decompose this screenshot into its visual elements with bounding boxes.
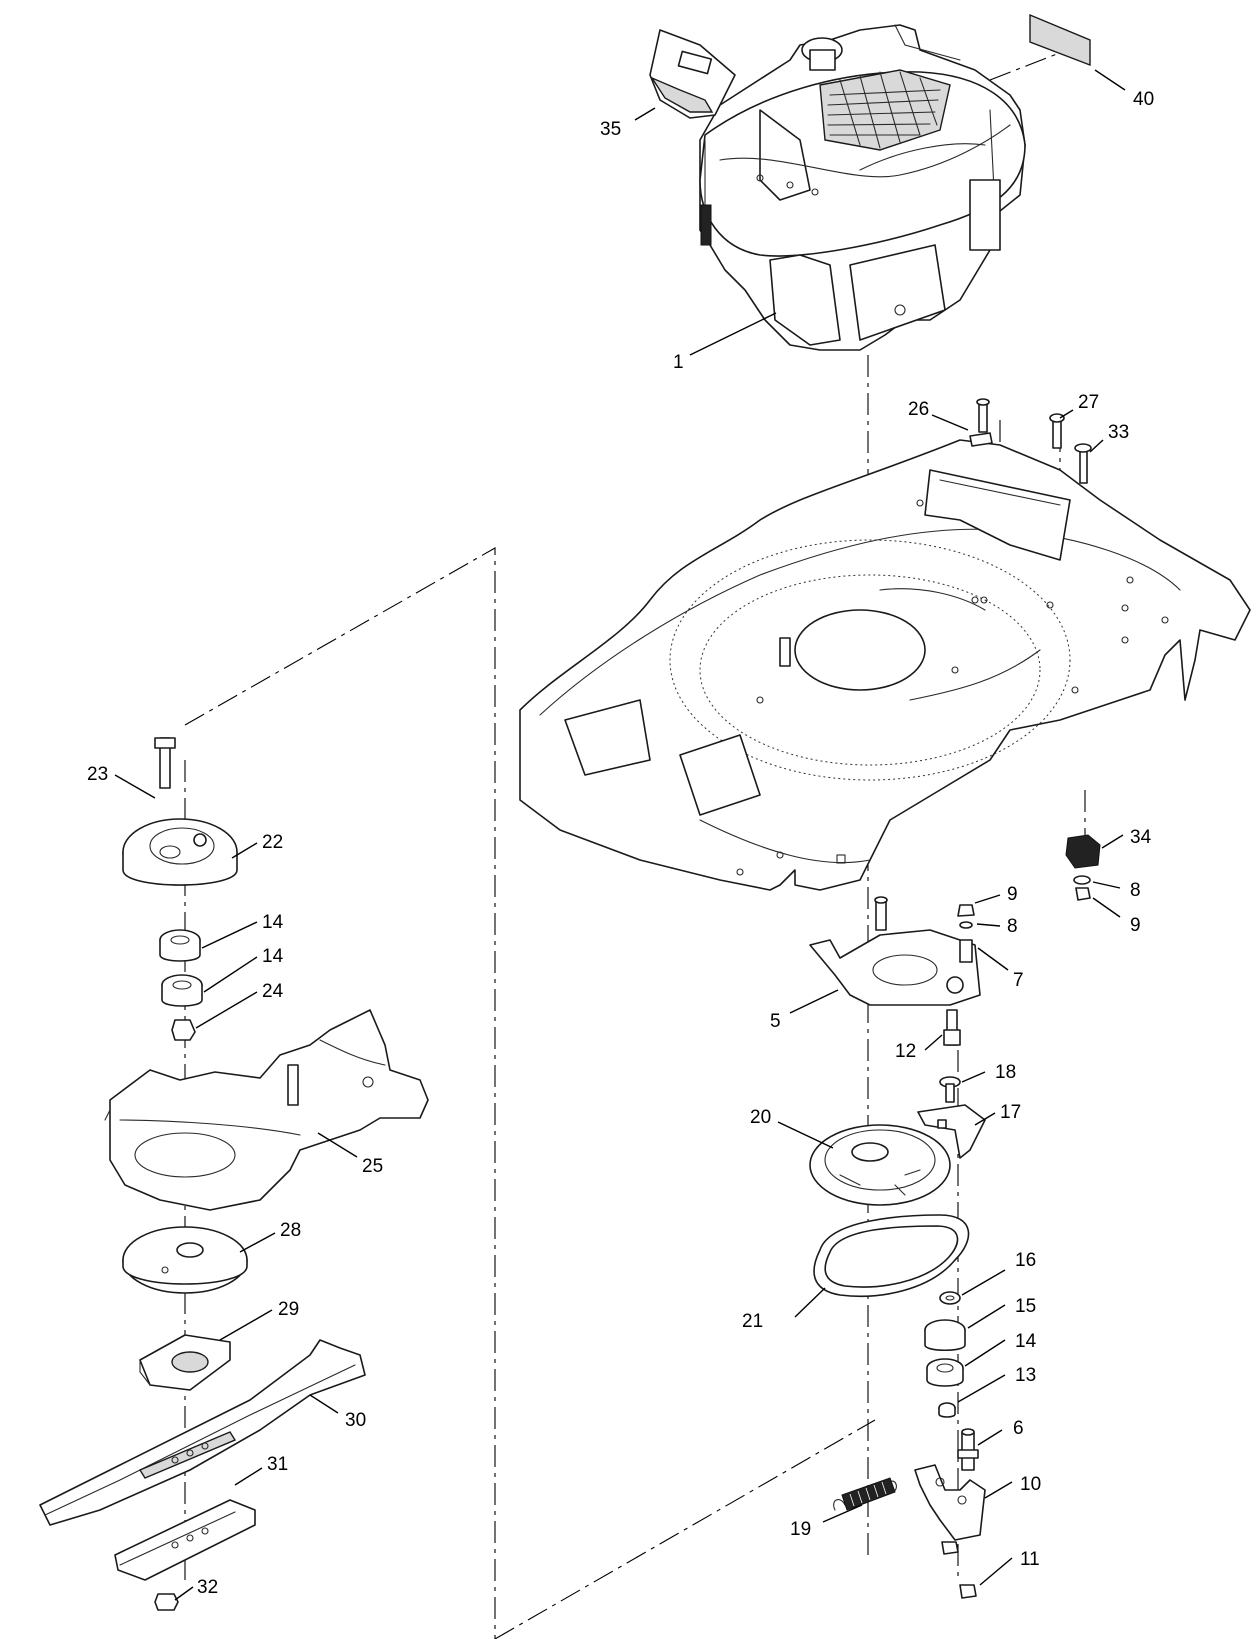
spring-part-19 [833, 1477, 897, 1511]
callout-14: 14 [1015, 1331, 1037, 1352]
callout-29: 29 [278, 1299, 299, 1320]
callout-32: 32 [197, 1577, 218, 1598]
rivet-part-18 [939, 1076, 961, 1103]
bearing-part-14-left-lower [161, 974, 203, 1007]
callout-18: 18 [995, 1062, 1016, 1083]
bolt-part-33 [1074, 443, 1092, 484]
plate-part-28 [122, 1226, 248, 1294]
nut-part-32 [154, 1593, 179, 1611]
callout-27: 27 [1078, 392, 1099, 413]
callout-16: 16 [1015, 1250, 1036, 1271]
bolt-part-26 [969, 398, 993, 447]
engine-air-filter-grille [827, 71, 941, 149]
bearing-part-14-right [926, 1358, 964, 1387]
leader-lines [114, 69, 1126, 1601]
nut-part-11 [959, 1584, 977, 1599]
nut-part-24 [171, 1019, 196, 1041]
callout-25: 25 [362, 1156, 383, 1177]
pivot-bracket-part-10 [914, 1464, 986, 1541]
mower-deck [519, 439, 1251, 891]
callout-11: 11 [1020, 1549, 1040, 1570]
bumper-part-34 [1065, 834, 1101, 901]
nut-part-11-top [941, 1541, 959, 1555]
label-part-40 [1029, 13, 1091, 67]
callout-14: 14 [262, 912, 284, 933]
callout-12: 12 [895, 1041, 916, 1062]
bolt-part-27 [1049, 413, 1065, 449]
housing-part-25 [104, 1009, 429, 1211]
adapter-part-29 [139, 1334, 231, 1391]
callout-40: 40 [1133, 89, 1154, 110]
pulley-part-20 [809, 1124, 951, 1206]
callout-9: 9 [1007, 884, 1018, 905]
callout-34: 34 [1130, 827, 1152, 848]
callout-1: 1 [673, 352, 684, 373]
callout-26: 26 [908, 399, 929, 420]
callout-labels: 1 5 6 7 8 8 9 9 10 11 12 13 14 14 14 15 … [87, 89, 1154, 1598]
washer-part-16 [939, 1291, 961, 1305]
callout-30: 30 [345, 1410, 366, 1431]
callout-8: 8 [1007, 916, 1018, 937]
nut-part-13 [938, 1402, 956, 1418]
callout-21: 21 [742, 1311, 763, 1332]
callout-9: 9 [1130, 915, 1141, 936]
callout-28: 28 [280, 1220, 301, 1241]
callout-6: 6 [1013, 1418, 1024, 1439]
callout-22: 22 [262, 832, 283, 853]
decal-part-35 [649, 29, 736, 119]
belt-part-21 [813, 1214, 970, 1298]
spacer-part-7 [957, 904, 975, 963]
shaft-part-6 [957, 1428, 979, 1471]
callout-15: 15 [1015, 1296, 1036, 1317]
callout-35: 35 [600, 119, 621, 140]
bolt-part-23 [154, 737, 176, 789]
bracket-part-17 [917, 1104, 986, 1159]
callout-7: 7 [1013, 970, 1024, 991]
callout-33: 33 [1108, 422, 1129, 443]
callout-14: 14 [262, 946, 284, 967]
pulley-part-22 [122, 818, 238, 886]
callout-19: 19 [790, 1519, 811, 1540]
callout-31: 31 [267, 1454, 288, 1475]
callout-5: 5 [770, 1011, 781, 1032]
callout-8: 8 [1130, 880, 1141, 901]
bolt-part-12 [943, 1009, 961, 1046]
callout-20: 20 [750, 1107, 771, 1128]
callout-24: 24 [262, 981, 284, 1002]
engine [699, 24, 1026, 351]
callout-13: 13 [1015, 1365, 1036, 1386]
bearing-part-14-left-upper [159, 929, 201, 962]
callout-17: 17 [1000, 1102, 1021, 1123]
blade-part-30 [39, 1339, 366, 1526]
callout-10: 10 [1020, 1474, 1041, 1495]
plate-part-31 [114, 1499, 256, 1581]
idler-arm-part-5 [809, 896, 981, 1006]
housing-part-15 [924, 1319, 966, 1352]
callout-23: 23 [87, 764, 108, 785]
